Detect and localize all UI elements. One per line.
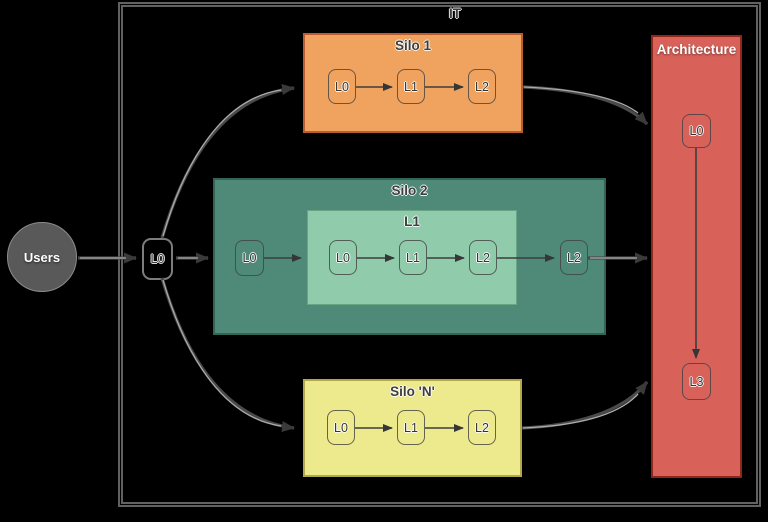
architecture-node-l3: L3: [682, 363, 711, 400]
it-boundary: [118, 2, 761, 507]
siloN-node-l2: L2: [468, 410, 496, 445]
silo2-inner-node-l0: L0: [329, 240, 357, 275]
silo-2-title: Silo 2: [391, 183, 428, 198]
architecture-container: [651, 35, 742, 478]
siloN-node-l0: L0: [327, 410, 355, 445]
users-node: Users: [7, 222, 77, 292]
silo2-exit-node-l2: L2: [560, 240, 588, 275]
silo1-node-l1: L1: [397, 69, 425, 104]
silo1-node-l2: L2: [468, 69, 496, 104]
silo2-entry-node-l0: L0: [235, 240, 264, 276]
silo2-inner-node-l1: L1: [399, 240, 427, 275]
silo-2-inner-title: L1: [404, 214, 420, 229]
gateway-label: L0: [150, 252, 165, 266]
silo-1-title: Silo 1: [394, 38, 431, 53]
architecture-node-l0: L0: [682, 114, 711, 148]
it-boundary-label: IT: [449, 6, 461, 21]
silo-1-container: [303, 33, 523, 133]
silo1-node-l0: L0: [328, 69, 356, 104]
silo-n-container: [303, 379, 522, 477]
siloN-node-l1: L1: [397, 410, 425, 445]
users-label: Users: [23, 249, 61, 265]
gateway-node: L0: [142, 238, 173, 280]
silo-n-title: Silo 'N': [390, 384, 435, 399]
architecture-title: Architecture: [656, 42, 737, 57]
silo2-inner-node-l2: L2: [469, 240, 497, 275]
